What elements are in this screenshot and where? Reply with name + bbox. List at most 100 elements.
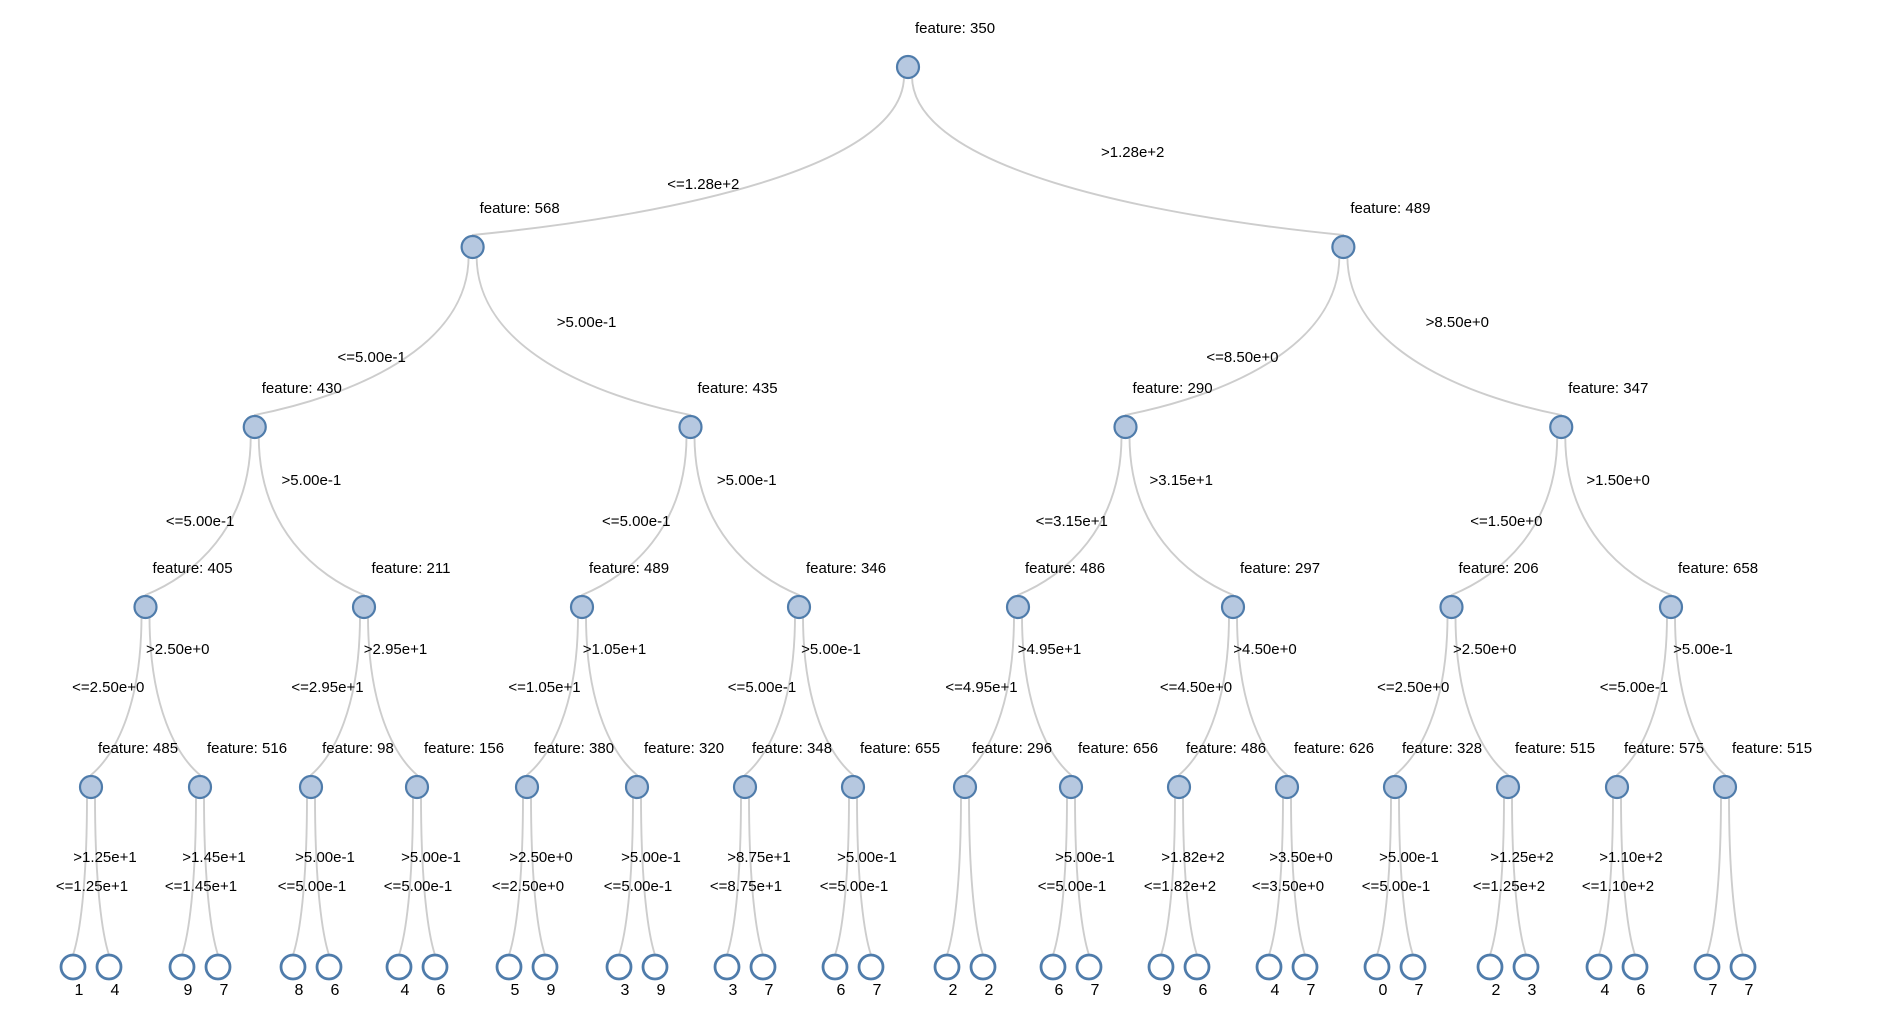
edge-left <box>726 795 742 956</box>
tree-node <box>1166 774 1192 800</box>
leaf-node <box>641 953 669 981</box>
leaf-class-label: 3 <box>621 982 630 999</box>
leaf-node <box>1512 953 1540 981</box>
feature-node-label: feature: 515 <box>1515 740 1595 757</box>
edge-right <box>968 795 984 956</box>
edge-left <box>1706 795 1722 956</box>
leaf-class-label: 5 <box>511 982 520 999</box>
leaf-node <box>1585 953 1613 981</box>
tree-node <box>1658 594 1684 620</box>
edge-right <box>640 795 656 956</box>
edge-left <box>946 795 962 956</box>
leaf-node <box>1075 953 1103 981</box>
edge-left <box>508 795 524 956</box>
feature-node-label: feature: 296 <box>972 740 1052 757</box>
leaf-node <box>821 953 849 981</box>
split-threshold-gt-label: >5.00e-1 <box>557 314 617 331</box>
edge-left <box>526 615 579 776</box>
edge-left <box>310 615 361 776</box>
feature-node-label: feature: 328 <box>1402 740 1482 757</box>
split-threshold-gt-label: >2.50e+0 <box>1453 641 1516 658</box>
split-threshold-le-label: <=3.50e+0 <box>1252 878 1324 895</box>
edge-right <box>420 795 436 956</box>
leaf-class-label: 2 <box>949 982 958 999</box>
split-threshold-gt-label: >5.00e-1 <box>801 641 861 658</box>
split-threshold-gt-label: >5.00e-1 <box>295 849 355 866</box>
edge-right <box>1290 795 1306 956</box>
edge-left <box>581 435 688 596</box>
leaf-node <box>168 953 196 981</box>
tree-node <box>1058 774 1084 800</box>
feature-node-label: feature: 297 <box>1240 560 1320 577</box>
tree-node <box>624 774 650 800</box>
edge-right <box>1728 795 1744 956</box>
leaf-class-label: 9 <box>184 982 193 999</box>
split-threshold-le-label: <=5.00e-1 <box>1362 878 1430 895</box>
tree-node <box>514 774 540 800</box>
edge-right <box>585 615 638 776</box>
leaf-class-label: 9 <box>547 982 556 999</box>
leaf-node <box>1729 953 1757 981</box>
tree-node <box>242 414 267 440</box>
leaf-node <box>857 953 885 981</box>
leaf-class-label: 7 <box>765 982 774 999</box>
feature-node-label: feature: 430 <box>262 380 342 397</box>
feature-node-label: feature: 435 <box>697 380 777 397</box>
feature-node-label: feature: 658 <box>1678 560 1758 577</box>
leaf-class-label: 6 <box>1055 982 1064 999</box>
split-threshold-le-label: <=1.05e+1 <box>508 679 580 696</box>
split-threshold-gt-label: >8.75e+1 <box>727 849 790 866</box>
leaf-class-label: 6 <box>1199 982 1208 999</box>
split-threshold-gt-label: >5.00e-1 <box>1055 849 1115 866</box>
split-threshold-le-label: <=5.00e-1 <box>166 513 234 530</box>
leaf-node <box>1693 953 1721 981</box>
split-threshold-le-label: <=5.00e-1 <box>602 513 670 530</box>
split-threshold-gt-label: >5.00e-1 <box>717 472 777 489</box>
edge-right <box>1620 795 1636 956</box>
split-threshold-le-label: <=5.00e-1 <box>278 878 346 895</box>
split-threshold-gt-label: >3.50e+0 <box>1269 849 1332 866</box>
split-threshold-le-label: <=1.25e+1 <box>56 878 128 895</box>
split-threshold-le-label: <=5.00e-1 <box>337 349 405 366</box>
feature-node-label: feature: 350 <box>915 20 995 37</box>
edge-right <box>802 615 854 776</box>
leaf-class-label: 7 <box>1307 982 1316 999</box>
split-threshold-gt-label: >5.00e-1 <box>282 472 342 489</box>
split-threshold-gt-label: >1.45e+1 <box>182 849 245 866</box>
split-threshold-le-label: <=1.82e+2 <box>1144 878 1216 895</box>
split-threshold-le-label: <=4.95e+1 <box>945 679 1017 696</box>
split-threshold-gt-label: >1.05e+1 <box>583 641 646 658</box>
leaf-class-label: 8 <box>295 982 304 999</box>
split-threshold-le-label: <=2.50e+0 <box>492 878 564 895</box>
leaf-node <box>385 953 413 981</box>
leaf-node <box>1183 953 1211 981</box>
leaf-node <box>315 953 343 981</box>
edge-left <box>90 615 143 776</box>
edge-left <box>471 75 905 236</box>
feature-node-label: feature: 486 <box>1186 740 1266 757</box>
split-threshold-le-label: <=2.95e+1 <box>291 679 363 696</box>
tree-node <box>298 774 324 800</box>
split-threshold-le-label: <=1.28e+2 <box>667 176 739 193</box>
feature-node-label: feature: 347 <box>1568 380 1648 397</box>
edge-left <box>834 795 850 956</box>
split-threshold-le-label: <=5.00e-1 <box>384 878 452 895</box>
split-threshold-gt-label: >3.15e+1 <box>1150 472 1213 489</box>
edge-right <box>1564 435 1672 596</box>
feature-node-label: feature: 380 <box>534 740 614 757</box>
edge-left <box>1394 615 1449 776</box>
split-threshold-le-label: <=5.00e-1 <box>1038 878 1106 895</box>
feature-node-label: feature: 485 <box>98 740 178 757</box>
feature-node-label: feature: 98 <box>322 740 394 757</box>
feature-node-label: feature: 320 <box>644 740 724 757</box>
split-threshold-le-label: <=2.50e+0 <box>72 679 144 696</box>
edge-right <box>911 75 1345 236</box>
leaf-class-label: 6 <box>837 982 846 999</box>
split-threshold-gt-label: >8.50e+0 <box>1426 314 1489 331</box>
tree-node <box>1331 234 1356 260</box>
leaf-node <box>713 953 741 981</box>
edge-left <box>181 795 197 956</box>
split-threshold-le-label: <=1.45e+1 <box>165 878 237 895</box>
nodes-layer <box>59 54 1757 981</box>
